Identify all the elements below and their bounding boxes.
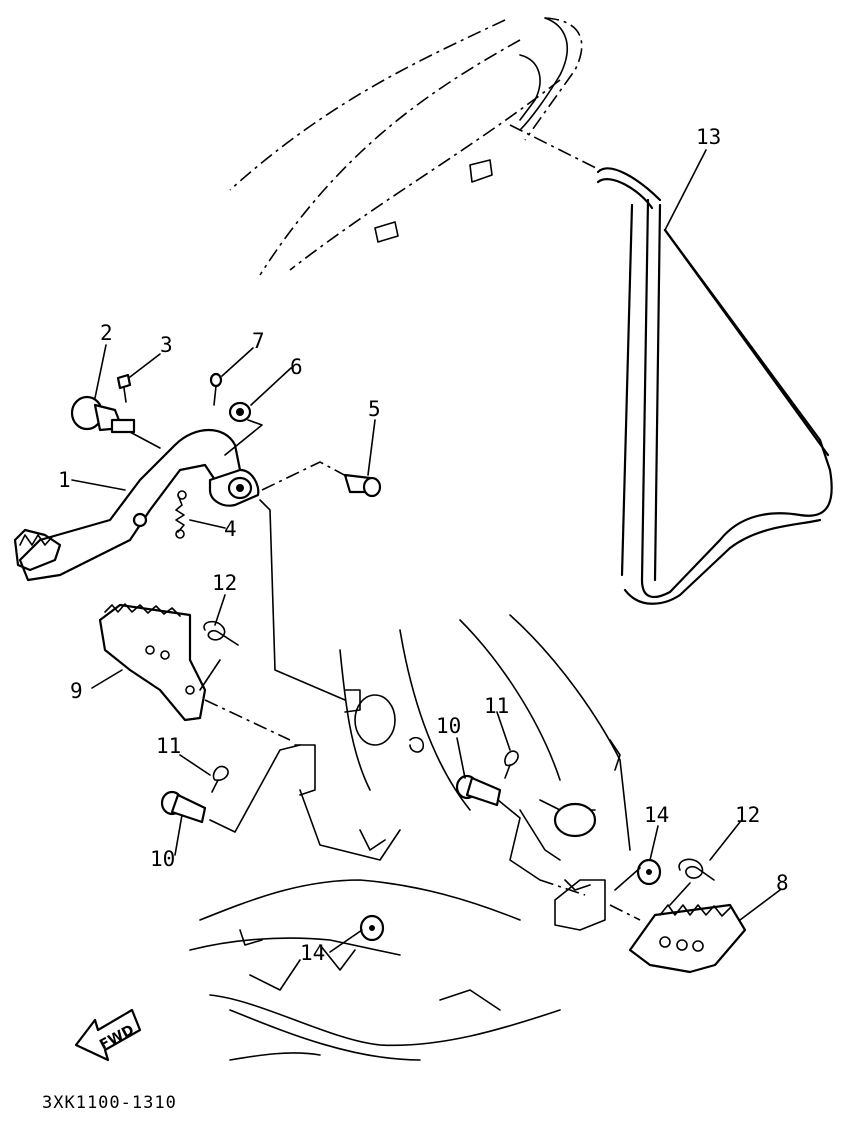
part-label-9: 9 [70, 679, 83, 703]
part-label-10-left: 10 [150, 847, 175, 871]
part-label-8: 8 [776, 871, 789, 895]
pin-10b [455, 774, 502, 807]
cotter-pin-11a [211, 765, 229, 793]
part-label-14-left: 14 [300, 941, 325, 965]
drawing-code: 3XK1100-1310 [42, 1093, 177, 1113]
pin-10a [160, 790, 207, 824]
part-label-2: 2 [100, 321, 113, 345]
bolt-3 [116, 373, 132, 403]
part-label-5: 5 [368, 397, 381, 421]
part-label-14-right: 14 [644, 803, 669, 827]
callout-leaders [71, 149, 781, 953]
part-label-12-upper: 12 [212, 571, 237, 595]
part-label-3: 3 [160, 333, 173, 357]
part-label-4: 4 [224, 517, 237, 541]
washer-14b [636, 858, 662, 886]
pivot-shaft [70, 395, 136, 434]
part-label-11-left: 11 [156, 734, 181, 758]
part-labels: 1 2 3 4 5 6 7 8 9 10 10 11 11 12 12 13 1… [58, 125, 789, 965]
spring-12b [678, 858, 715, 881]
part-label-10-right: 10 [436, 714, 461, 738]
part-label-7: 7 [252, 329, 265, 353]
washer-6 [228, 401, 252, 423]
part-label-13: 13 [696, 125, 721, 149]
frame-lower-outline [189, 614, 631, 1061]
connector-lines [129, 419, 691, 921]
brake-pedal [13, 429, 260, 582]
footrest-left [98, 603, 207, 722]
part-label-11-right: 11 [484, 694, 509, 718]
spring-12a [203, 620, 239, 646]
fwd-arrow-icon: FWD [74, 1008, 142, 1062]
spring-4 [175, 490, 187, 539]
part-label-6: 6 [290, 355, 303, 379]
pin-5 [343, 473, 382, 498]
cotter-pin-11b [504, 750, 519, 779]
stand-assembly [596, 167, 833, 605]
washer-14a [359, 914, 385, 942]
part-label-1: 1 [58, 468, 71, 492]
frame-upper-outline [229, 17, 601, 276]
bolt-7 [209, 372, 223, 406]
footrest-right [628, 903, 747, 974]
part-label-12-lower: 12 [735, 803, 760, 827]
